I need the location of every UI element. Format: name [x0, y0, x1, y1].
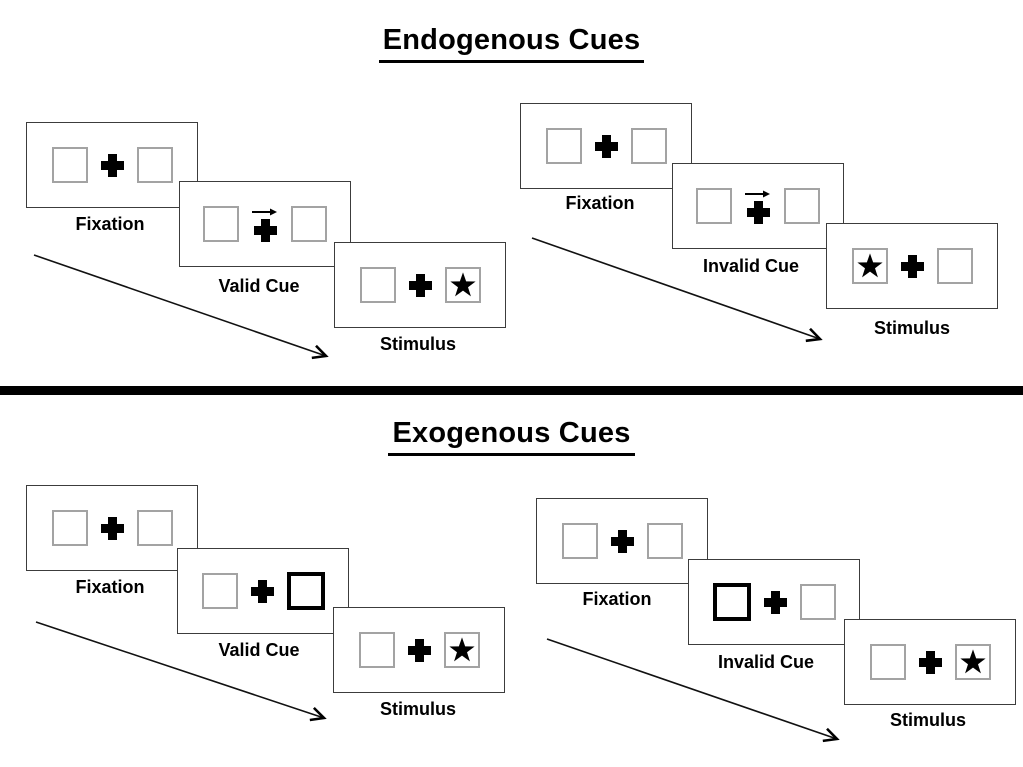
- fixation-cross-icon: [408, 273, 432, 297]
- fixation-panel: [536, 498, 708, 584]
- fixation-cross-icon: [763, 590, 787, 614]
- placeholder-box-right: [646, 523, 683, 559]
- time-arrow-exogenous-valid: [35, 621, 327, 722]
- target-box-left: [851, 248, 888, 284]
- valid-cue-panel: [179, 181, 351, 267]
- fixation-cross-icon: [250, 579, 274, 603]
- stimulus-panel: [844, 619, 1016, 705]
- invalid-cue-panel: [672, 163, 844, 249]
- frame-label-fixation: Fixation: [75, 214, 145, 234]
- invalid-cue-panel: [688, 559, 860, 645]
- placeholder-box-left: [201, 573, 238, 609]
- frame-label-valid-cue: Valid Cue: [218, 276, 300, 296]
- fixation-cross-icon: [610, 529, 634, 553]
- placeholder-box-left: [358, 632, 395, 668]
- placeholder-box-left: [696, 188, 732, 224]
- time-arrow-endogenous-invalid: [531, 237, 823, 343]
- placeholder-box-left: [869, 644, 906, 680]
- central-cue: [252, 206, 278, 242]
- frame-label-invalid-cue: Invalid Cue: [702, 256, 800, 276]
- placeholder-box-right: [784, 188, 820, 224]
- highlighted-cue-box-left: [712, 583, 751, 621]
- fixation-cross-icon: [594, 134, 618, 158]
- frame-label-fixation: Fixation: [565, 193, 635, 213]
- target-box-right: [444, 267, 481, 303]
- target-box-right: [443, 632, 480, 668]
- fixation-cross-icon: [253, 219, 277, 242]
- stimulus-panel: [333, 607, 505, 693]
- placeholder-box-right: [799, 584, 836, 620]
- exogenous-title: Exogenous Cues: [388, 417, 635, 456]
- placeholder-box-right: [291, 206, 327, 242]
- frame-label-stimulus: Stimulus: [379, 699, 456, 719]
- section-header-endogenous: Endogenous Cues: [0, 24, 1023, 63]
- placeholder-box-left: [545, 128, 582, 164]
- frame-label-fixation: Fixation: [75, 577, 145, 597]
- placeholder-box-right: [936, 248, 973, 284]
- fixation-panel: [26, 485, 198, 571]
- fixation-cross-icon: [100, 153, 124, 177]
- placeholder-box-left: [51, 510, 88, 546]
- fixation-cross-icon: [746, 201, 770, 224]
- fixation-cross-icon: [100, 516, 124, 540]
- fixation-cross-icon: [407, 638, 431, 662]
- fixation-cross-icon: [900, 254, 924, 278]
- star-icon: [959, 649, 986, 674]
- frame-label-stimulus: Stimulus: [889, 710, 966, 730]
- placeholder-box-right: [630, 128, 667, 164]
- central-cue: [745, 188, 771, 224]
- valid-cue-panel: [177, 548, 349, 634]
- time-arrow-endogenous-valid: [33, 254, 329, 360]
- cue-arrow-right-icon: [252, 208, 277, 216]
- star-icon: [448, 637, 475, 662]
- section-divider: [0, 386, 1023, 395]
- placeholder-box-left: [51, 147, 88, 183]
- placeholder-box-left: [203, 206, 239, 242]
- fixation-panel: [520, 103, 692, 189]
- placeholder-box-left: [359, 267, 396, 303]
- star-icon: [449, 272, 476, 297]
- star-icon: [856, 253, 883, 278]
- frame-label-fixation: Fixation: [582, 589, 652, 609]
- frame-label-invalid-cue: Invalid Cue: [717, 652, 815, 672]
- section-header-exogenous: Exogenous Cues: [0, 417, 1023, 456]
- frame-label-stimulus: Stimulus: [873, 318, 950, 338]
- frame-label-valid-cue: Valid Cue: [218, 640, 300, 660]
- fixation-cross-icon: [918, 650, 942, 674]
- fixation-panel: [26, 122, 198, 208]
- endogenous-title: Endogenous Cues: [378, 24, 645, 63]
- stimulus-panel: [826, 223, 998, 309]
- placeholder-box-right: [136, 510, 173, 546]
- highlighted-cue-box-right: [286, 572, 325, 610]
- frame-label-stimulus: Stimulus: [379, 334, 456, 354]
- placeholder-box-right: [136, 147, 173, 183]
- stimulus-panel: [334, 242, 506, 328]
- placeholder-box-left: [561, 523, 598, 559]
- cue-arrow-right-icon: [745, 190, 770, 198]
- target-box-right: [954, 644, 991, 680]
